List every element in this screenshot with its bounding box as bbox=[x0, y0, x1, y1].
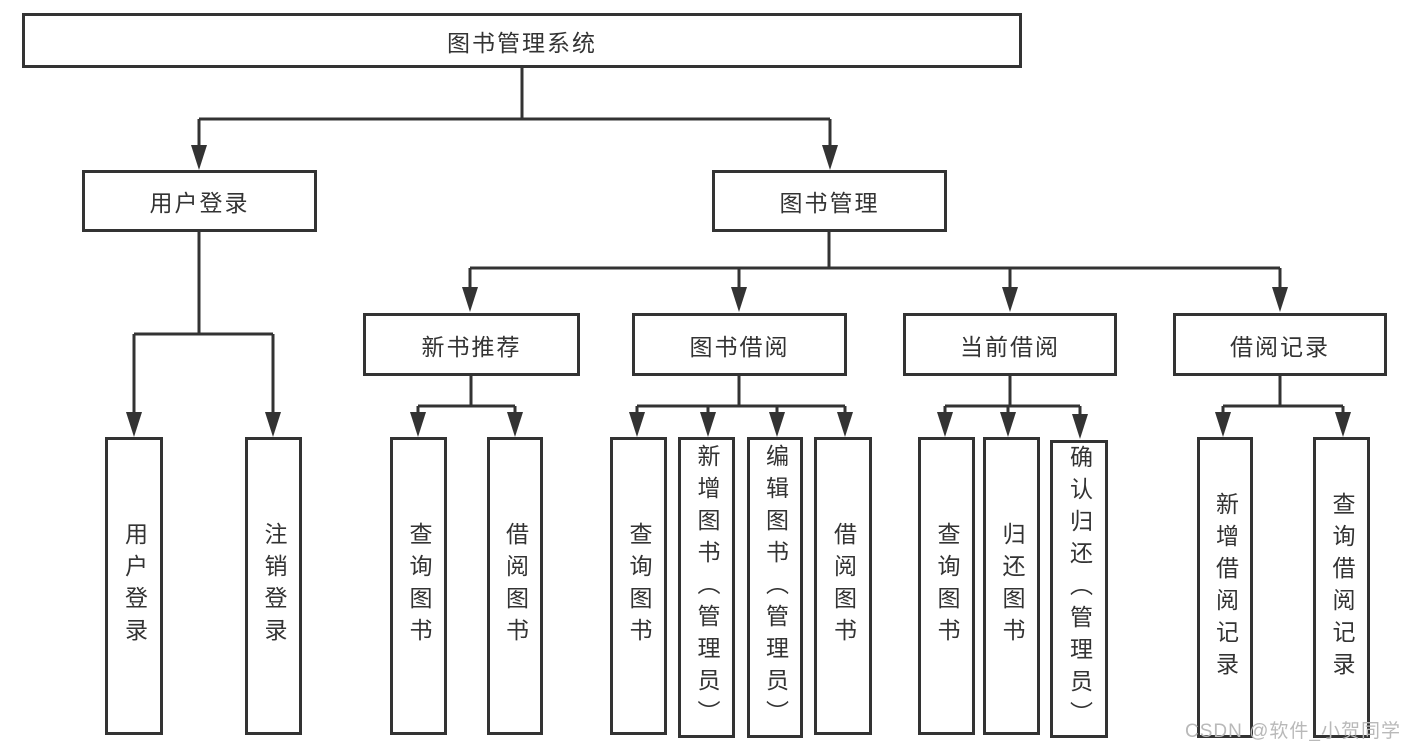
node-new-book-recommend-label: 新书推荐 bbox=[421, 333, 522, 360]
leaf-query-books-newrec-label: 查询图书 bbox=[406, 522, 432, 650]
leaf-borrow-books-borrow: 借阅图书 bbox=[814, 437, 872, 735]
leaf-logout-login-label: 注销登录 bbox=[261, 522, 287, 650]
leaf-borrow-books-newrec: 借阅图书 bbox=[487, 437, 543, 735]
leaf-add-books-admin: 新增图书（管理员） bbox=[678, 437, 735, 738]
leaf-user-login-label: 用户登录 bbox=[121, 522, 148, 650]
node-new-book-recommend: 新书推荐 bbox=[363, 313, 580, 376]
leaf-confirm-return-admin: 确认归还（管理员） bbox=[1050, 440, 1108, 738]
leaf-borrow-books-newrec-label: 借阅图书 bbox=[502, 522, 529, 650]
leaf-query-books-borrow-label: 查询图书 bbox=[626, 522, 652, 650]
leaf-query-books-borrow: 查询图书 bbox=[610, 437, 667, 735]
node-book-borrowing-label: 图书借阅 bbox=[689, 333, 790, 360]
leaf-confirm-return-admin-label: 确认归还（管理员） bbox=[1066, 445, 1093, 733]
leaf-query-books-newrec: 查询图书 bbox=[390, 437, 447, 735]
leaf-add-books-admin-label: 新增图书（管理员） bbox=[694, 443, 720, 732]
node-user-login: 用户登录 bbox=[82, 170, 317, 232]
leaf-add-borrow-record-label: 新增借阅记录 bbox=[1212, 491, 1239, 684]
leaf-query-books-current: 查询图书 bbox=[918, 437, 975, 735]
leaf-borrow-books-borrow-label: 借阅图书 bbox=[830, 522, 857, 650]
node-borrow-records: 借阅记录 bbox=[1173, 313, 1387, 376]
watermark-csdn: CSDN @软件_小贺同学 bbox=[1185, 721, 1401, 742]
leaf-query-books-current-label: 查询图书 bbox=[934, 522, 960, 650]
node-book-management-label: 图书管理 bbox=[779, 190, 880, 216]
leaf-edit-books-admin: 编辑图书（管理员） bbox=[747, 437, 803, 738]
leaf-add-borrow-record: 新增借阅记录 bbox=[1197, 437, 1253, 738]
leaf-user-login: 用户登录 bbox=[105, 437, 163, 735]
node-user-login-label: 用户登录 bbox=[149, 190, 250, 216]
leaf-query-borrow-record: 查询借阅记录 bbox=[1313, 437, 1370, 738]
node-book-borrowing: 图书借阅 bbox=[632, 313, 847, 376]
node-current-borrowing-label: 当前借阅 bbox=[960, 333, 1060, 360]
node-current-borrowing: 当前借阅 bbox=[903, 313, 1117, 376]
leaf-return-books: 归还图书 bbox=[983, 437, 1040, 735]
leaf-logout-login: 注销登录 bbox=[245, 437, 302, 735]
leaf-return-books-label: 归还图书 bbox=[999, 522, 1025, 650]
leaf-query-borrow-record-label: 查询借阅记录 bbox=[1329, 491, 1355, 684]
node-book-management: 图书管理 bbox=[712, 170, 947, 232]
node-library-system-label: 图书管理系统 bbox=[447, 29, 597, 56]
node-library-system: 图书管理系统 bbox=[22, 13, 1022, 68]
leaf-edit-books-admin-label: 编辑图书（管理员） bbox=[762, 443, 789, 732]
node-borrow-records-label: 借阅记录 bbox=[1230, 333, 1330, 360]
